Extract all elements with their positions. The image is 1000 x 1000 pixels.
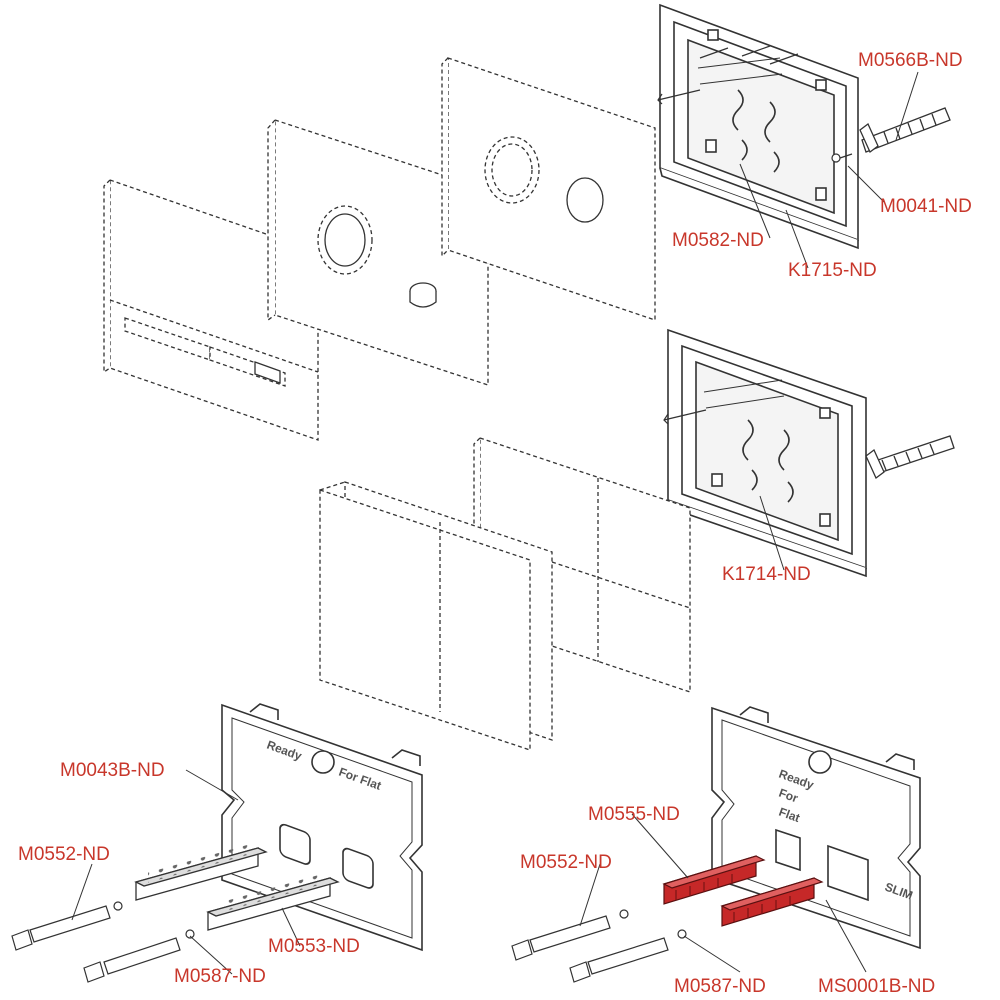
frame-ms0001b — [711, 706, 921, 950]
screw-m0041 — [831, 153, 853, 163]
panel-rect-buttons — [103, 179, 319, 441]
bar-m0553-b — [206, 874, 340, 931]
panel-backplate-round — [441, 57, 656, 321]
text-right-flat: Flat — [777, 805, 802, 825]
hook-left-top — [657, 89, 701, 105]
label-m0041: M0041-ND — [880, 196, 972, 217]
label-m0043b: M0043B-ND — [60, 760, 165, 781]
anchor-m0552-left-b — [83, 929, 195, 983]
frame-k1714 — [667, 328, 867, 578]
label-m0552-right: M0552-ND — [520, 852, 612, 873]
label-m0582: M0582-ND — [672, 230, 764, 251]
frame-k1715 — [659, 3, 859, 250]
panel-round-button — [267, 119, 489, 386]
bar-m0555-b — [720, 877, 824, 927]
label-k1715: K1715-ND — [788, 260, 877, 281]
label-k1714: K1714-ND — [722, 564, 811, 585]
leader-lines — [71, 71, 919, 975]
text-right-for: For — [777, 786, 800, 806]
bar-m0555-a — [662, 855, 766, 905]
label-m0587-left: M0587-ND — [174, 966, 266, 987]
panel-split-front — [319, 481, 553, 751]
anchor-m0552-right-a — [511, 909, 629, 961]
screw-k1714 — [865, 435, 955, 480]
anchor-m0552-right-b — [569, 929, 687, 983]
label-m0553: M0553-ND — [268, 936, 360, 957]
label-m0552-left: M0552-ND — [18, 844, 110, 865]
label-m0587-right: M0587-ND — [674, 976, 766, 997]
hook-left-mid — [663, 409, 707, 425]
bar-m0553-a — [134, 844, 268, 901]
label-ms0001b: MS0001B-ND — [818, 976, 935, 997]
screw-m0566b — [859, 107, 951, 154]
label-m0566b: M0566B-ND — [858, 50, 963, 71]
anchor-m0552-left-a — [11, 901, 123, 951]
label-m0555: M0555-ND — [588, 804, 680, 825]
